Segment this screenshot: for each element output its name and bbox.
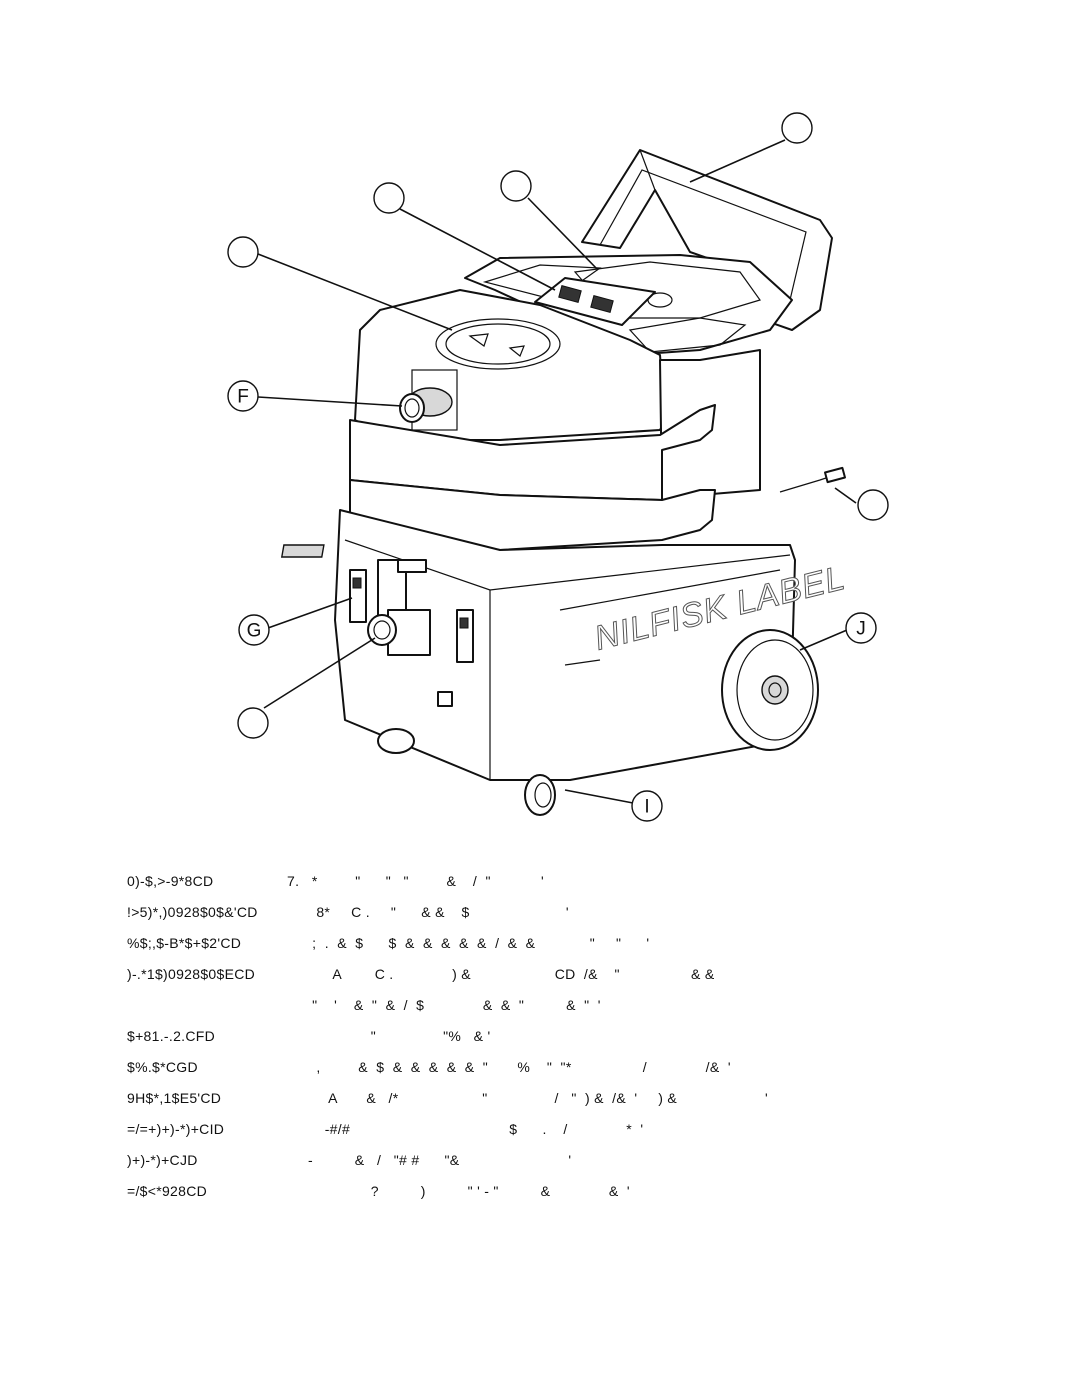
switch-panel bbox=[534, 277, 656, 326]
legend-row: =/=+)+)-*)+CID -#/# $ . / * ' bbox=[127, 1120, 887, 1138]
callout-h bbox=[237, 707, 269, 739]
callout-f-text: F bbox=[237, 387, 249, 408]
legend-row: 9H$*,1$E5'CD A & /* " / " ) & /& ' ) & ' bbox=[127, 1089, 887, 1107]
legend-key: %$;,$-B*$+$2'CD bbox=[127, 935, 242, 951]
callout-a bbox=[781, 112, 813, 144]
callout-j: J bbox=[845, 612, 877, 644]
callout-j-text: J bbox=[856, 619, 866, 640]
legend-text: ? ) " ' - " & & ' bbox=[287, 1183, 630, 1199]
legend-text: " "% & ' bbox=[287, 1028, 491, 1044]
legend-key: =/$<*928CD bbox=[127, 1183, 208, 1199]
rear-wheel bbox=[721, 629, 819, 751]
legend-text: ; . & $ $ & & & & & / & & " " ' bbox=[287, 935, 650, 951]
legend-text: , & $ & & & & & " % " "* / /& ' bbox=[287, 1059, 731, 1075]
legend-text: A & /* " / " ) & /& ' ) & ' bbox=[287, 1090, 769, 1106]
middle-bands bbox=[349, 404, 716, 551]
legend-key: 0)-$,>-9*8CD bbox=[127, 873, 214, 889]
callout-c bbox=[373, 182, 405, 214]
callout-i-text: I bbox=[644, 797, 649, 818]
legend-row: =/$<*928CD ? ) " ' - " & & ' bbox=[127, 1182, 887, 1200]
machine-diagram: NILFISK LABEL bbox=[227, 112, 889, 822]
leader-lines bbox=[257, 139, 857, 804]
legend-key: )+)-*)+CJD bbox=[127, 1152, 198, 1168]
legend-text: " ' & " & / $ & & " & " ' bbox=[287, 997, 601, 1013]
hose-port bbox=[399, 369, 458, 431]
legend-text: -#/# $ . / * ' bbox=[287, 1121, 644, 1137]
legend-row: $+81.-.2.CFD " "% & ' bbox=[127, 1027, 887, 1045]
legend-text: 7. * " " " & / " ' bbox=[287, 873, 545, 889]
legend-row: )+)-*)+CJD - & / "# # "& ' bbox=[127, 1151, 887, 1169]
callout-b bbox=[500, 170, 532, 202]
legend-row: %$;,$-B*$+$2'CD ; . & $ $ & & & & & / & … bbox=[127, 934, 887, 952]
valves bbox=[280, 544, 474, 707]
callout-i: I bbox=[631, 790, 663, 822]
callout-d bbox=[227, 236, 259, 268]
legend-key: !>5)*,)0928$0$&'CD bbox=[127, 904, 258, 920]
callout-f: F bbox=[227, 380, 259, 412]
legend-text: - & / "# # "& ' bbox=[287, 1152, 572, 1168]
callout-g-text: G bbox=[247, 621, 262, 642]
legend-key: $%.$*CGD bbox=[127, 1059, 198, 1075]
legend-key: $+81.-.2.CFD bbox=[127, 1028, 216, 1044]
callout-k bbox=[857, 489, 889, 521]
legend-text: A C . ) & CD /& " & & bbox=[287, 966, 715, 982]
parts-legend: 0)-$,>-9*8CD 7. * " " " & / " ' !>5)*,)09… bbox=[127, 872, 887, 1213]
legend-row: )-.*1$)0928$0$ECD A C . ) & CD /& " & & bbox=[127, 965, 887, 983]
lower-tank bbox=[334, 509, 796, 781]
legend-row: " ' & " & / $ & & " & " ' bbox=[127, 996, 887, 1014]
legend-row: !>5)*,)0928$0$&'CD 8* C . " & & $ ' bbox=[127, 903, 887, 921]
legend-key: 9H$*,1$E5'CD bbox=[127, 1090, 222, 1106]
callout-g: G bbox=[238, 614, 270, 646]
front-casters bbox=[377, 728, 556, 816]
legend-key: )-.*1$)0928$0$ECD bbox=[127, 966, 256, 982]
legend-row: 0)-$,>-9*8CD 7. * " " " & / " ' bbox=[127, 872, 887, 890]
legend-text: 8* C . " & & $ ' bbox=[287, 904, 569, 920]
power-cord bbox=[779, 466, 846, 493]
legend-key: =/=+)+)-*)+CID bbox=[127, 1121, 225, 1137]
legend-row: $%.$*CGD , & $ & & & & & " % " "* / /& ' bbox=[127, 1058, 887, 1076]
